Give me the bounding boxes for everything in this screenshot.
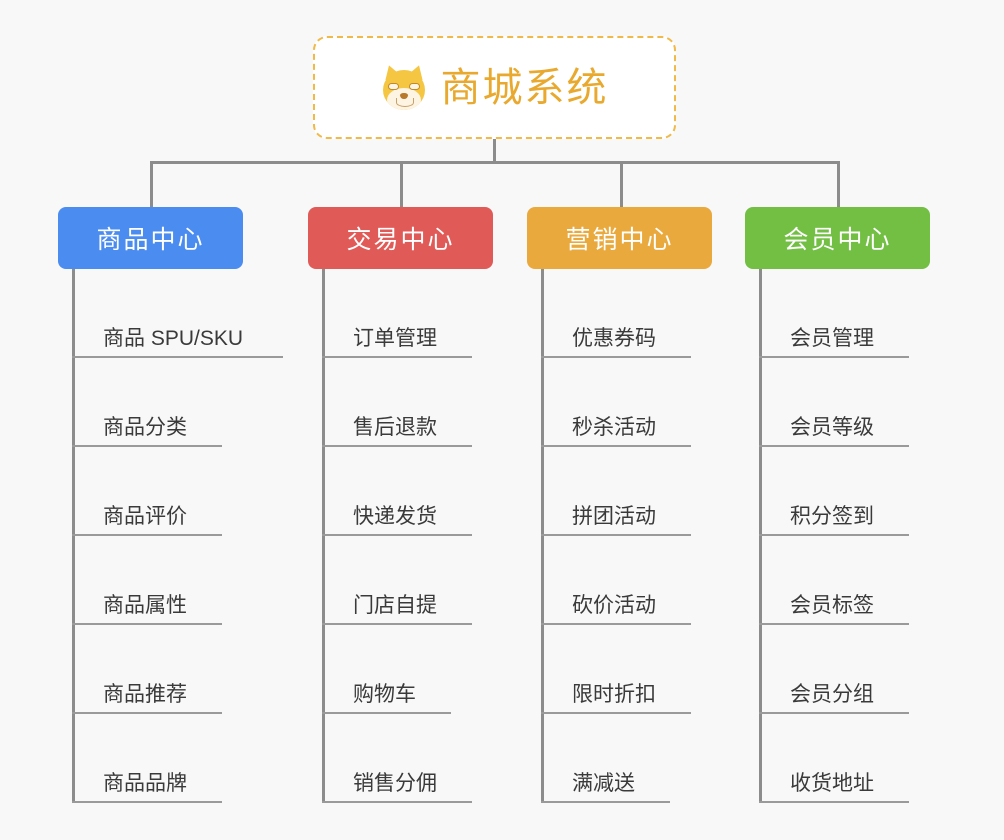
leaf-underline <box>72 445 222 447</box>
leaf-item[interactable]: 快递发货 <box>308 447 493 536</box>
leaf-underline <box>759 712 909 714</box>
leaf-underline <box>322 356 472 358</box>
leaf-underline <box>759 801 909 803</box>
leaf-label: 会员管理 <box>790 327 874 350</box>
leaf-underline <box>72 623 222 625</box>
leaf-item[interactable]: 会员标签 <box>745 536 930 625</box>
leaf-underline <box>759 623 909 625</box>
leaf-label: 购物车 <box>353 683 416 706</box>
leaf-label: 秒杀活动 <box>572 416 656 439</box>
branch-bus-line <box>150 161 840 164</box>
leaf-list-1: 商品 SPU/SKU 商品分类 商品评价 商品属性 商品推荐 商品品牌 <box>58 269 283 803</box>
leaf-underline <box>541 445 691 447</box>
leaf-label: 砍价活动 <box>572 594 656 617</box>
branch-header-4[interactable]: 会员中心 <box>745 207 930 269</box>
leaf-underline <box>322 712 451 714</box>
leaf-item[interactable]: 会员管理 <box>745 269 930 358</box>
leaf-item[interactable]: 砍价活动 <box>527 536 712 625</box>
leaf-underline <box>322 534 472 536</box>
branch-trunk-line-3 <box>541 269 544 803</box>
leaf-item[interactable]: 会员分组 <box>745 625 930 714</box>
leaf-underline <box>541 623 691 625</box>
leaf-underline <box>759 356 909 358</box>
leaf-label: 商品评价 <box>103 505 187 528</box>
branch-column-3: 营销中心 优惠券码 秒杀活动 拼团活动 砍价活动 限时折扣 <box>527 207 712 803</box>
branch-drop-line-3 <box>620 161 623 207</box>
leaf-label: 商品 SPU/SKU <box>103 327 244 350</box>
leaf-label: 会员标签 <box>790 594 874 617</box>
leaf-label: 商品品牌 <box>103 772 187 795</box>
branch-trunk-line-1 <box>72 269 75 803</box>
leaf-item[interactable]: 收货地址 <box>745 714 930 803</box>
leaf-item[interactable]: 商品品牌 <box>58 714 243 803</box>
leaf-label: 订单管理 <box>353 327 437 350</box>
root-node[interactable]: 商城系统 <box>313 36 676 139</box>
leaf-label: 门店自提 <box>353 594 437 617</box>
leaf-item[interactable]: 商品推荐 <box>58 625 243 714</box>
branch-header-2[interactable]: 交易中心 <box>308 207 493 269</box>
leaf-item[interactable]: 优惠券码 <box>527 269 712 358</box>
leaf-label: 积分签到 <box>790 505 874 528</box>
leaf-label: 销售分佣 <box>353 772 437 795</box>
leaf-list-3: 优惠券码 秒杀活动 拼团活动 砍价活动 限时折扣 满减送 <box>527 269 712 803</box>
leaf-item[interactable]: 订单管理 <box>308 269 493 358</box>
leaf-label: 优惠券码 <box>572 327 656 350</box>
branch-drop-line-2 <box>400 161 403 207</box>
branch-column-1: 商品中心 商品 SPU/SKU 商品分类 商品评价 商品属性 商品推荐 <box>58 207 283 803</box>
leaf-label: 商品属性 <box>103 594 187 617</box>
leaf-item[interactable]: 销售分佣 <box>308 714 493 803</box>
branch-drop-line-1 <box>150 161 153 207</box>
root-title: 商城系统 <box>440 65 609 110</box>
leaf-item[interactable]: 购物车 <box>308 625 493 714</box>
leaf-underline <box>759 534 909 536</box>
leaf-label: 会员等级 <box>790 416 874 439</box>
leaf-item[interactable]: 秒杀活动 <box>527 358 712 447</box>
leaf-underline <box>541 356 691 358</box>
leaf-item[interactable]: 商品属性 <box>58 536 243 625</box>
leaf-list-2: 订单管理 售后退款 快递发货 门店自提 购物车 销售分佣 <box>308 269 493 803</box>
leaf-item[interactable]: 售后退款 <box>308 358 493 447</box>
root-stem-line <box>493 139 496 163</box>
leaf-item[interactable]: 商品评价 <box>58 447 243 536</box>
branch-drop-line-4 <box>837 161 840 207</box>
leaf-item[interactable]: 满减送 <box>527 714 712 803</box>
leaf-underline <box>322 445 472 447</box>
leaf-underline <box>759 445 909 447</box>
branch-header-3[interactable]: 营销中心 <box>527 207 712 269</box>
leaf-label: 会员分组 <box>790 683 874 706</box>
branch-column-4: 会员中心 会员管理 会员等级 积分签到 会员标签 会员分组 <box>745 207 930 803</box>
leaf-underline <box>541 712 691 714</box>
leaf-label: 收货地址 <box>790 772 874 795</box>
leaf-label: 限时折扣 <box>572 683 656 706</box>
leaf-label: 满减送 <box>572 772 635 795</box>
leaf-underline <box>72 801 222 803</box>
leaf-label: 商品分类 <box>103 416 187 439</box>
leaf-item[interactable]: 限时折扣 <box>527 625 712 714</box>
leaf-underline <box>72 712 222 714</box>
leaf-underline <box>322 623 472 625</box>
leaf-label: 拼团活动 <box>572 505 656 528</box>
leaf-label: 快递发货 <box>353 505 437 528</box>
leaf-item[interactable]: 积分签到 <box>745 447 930 536</box>
branch-trunk-line-4 <box>759 269 762 803</box>
leaf-underline <box>322 801 472 803</box>
leaf-underline <box>72 534 222 536</box>
shiba-inu-dog-icon <box>380 62 427 111</box>
leaf-underline <box>72 356 283 358</box>
leaf-item[interactable]: 商品分类 <box>58 358 243 447</box>
leaf-label: 售后退款 <box>353 416 437 439</box>
branch-column-2: 交易中心 订单管理 售后退款 快递发货 门店自提 购物车 <box>308 207 493 803</box>
leaf-label: 商品推荐 <box>103 683 187 706</box>
branch-header-1[interactable]: 商品中心 <box>58 207 243 269</box>
branch-trunk-line-2 <box>322 269 325 803</box>
leaf-item[interactable]: 商品 SPU/SKU <box>58 269 283 358</box>
leaf-underline <box>541 534 691 536</box>
leaf-underline <box>541 801 670 803</box>
leaf-list-4: 会员管理 会员等级 积分签到 会员标签 会员分组 收货地址 <box>745 269 930 803</box>
leaf-item[interactable]: 拼团活动 <box>527 447 712 536</box>
leaf-item[interactable]: 门店自提 <box>308 536 493 625</box>
leaf-item[interactable]: 会员等级 <box>745 358 930 447</box>
